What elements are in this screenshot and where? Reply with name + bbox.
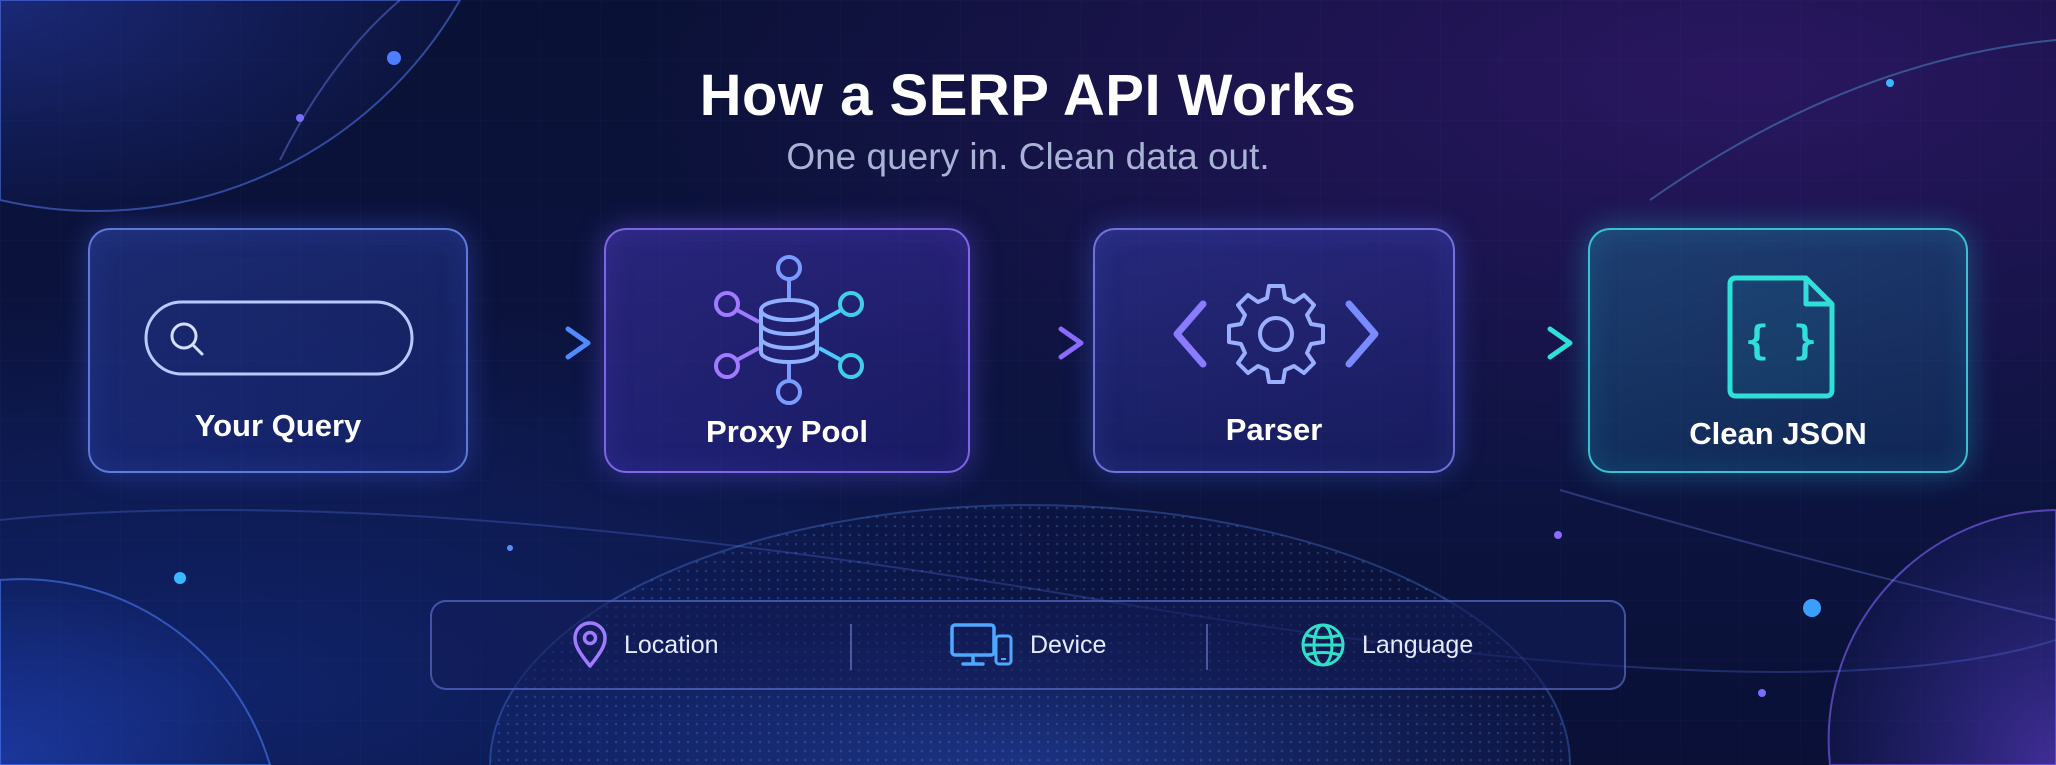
step-proxy-pool: Proxy Pool (604, 228, 970, 473)
step-label: Parser (1225, 412, 1323, 447)
option-language: Language (1300, 602, 1473, 688)
monitor-phone-icon (950, 623, 1013, 666)
arrow-right-icon (1457, 326, 1573, 360)
gear-code-icon (1173, 284, 1379, 384)
step-clean-json: { } Clean JSON (1588, 228, 1968, 473)
page-subtitle: One query in. Clean data out. (786, 136, 1270, 177)
request-options-bar: Location Device Language (430, 600, 1626, 690)
option-device: Device (950, 602, 1106, 688)
divider (850, 624, 852, 670)
globe-icon (1301, 623, 1345, 667)
step-parser: Parser (1093, 228, 1455, 473)
step-label: Your Query (194, 408, 362, 443)
step-your-query: Your Query (88, 228, 468, 473)
step-label: Proxy Pool (706, 414, 868, 449)
divider (1206, 624, 1208, 670)
json-braces: { } (1745, 318, 1817, 364)
option-label: Language (1362, 630, 1474, 659)
arrow-right-icon (470, 326, 591, 360)
map-pin-icon (573, 621, 607, 668)
step-label: Clean JSON (1689, 416, 1867, 451)
arrow-right-icon (972, 326, 1084, 360)
search-bar-icon (144, 300, 414, 376)
page-title: How a SERP API Works (699, 63, 1357, 128)
database-network-icon (714, 255, 864, 405)
option-label: Device (1030, 630, 1107, 659)
option-label: Location (624, 630, 719, 659)
option-location: Location (572, 602, 719, 688)
json-file-icon: { } (1727, 275, 1835, 399)
